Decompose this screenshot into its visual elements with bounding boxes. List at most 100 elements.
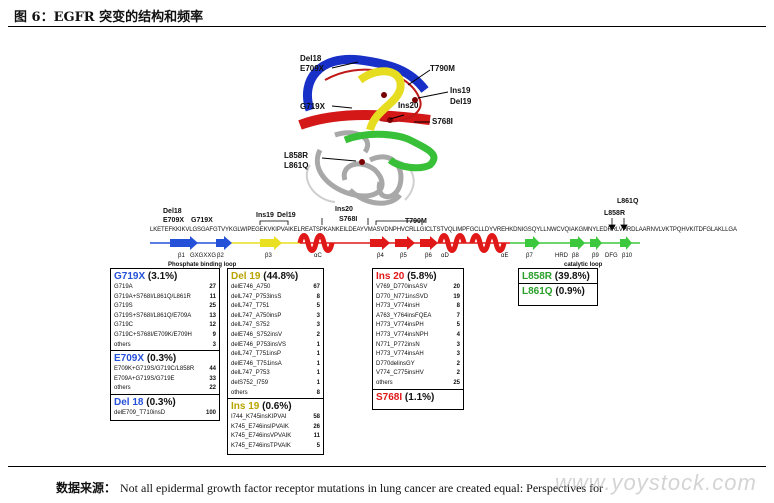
mutation-percent: 1 — [316, 360, 320, 367]
mutation-variant: G719A — [114, 284, 133, 290]
structure-red-coil — [324, 68, 422, 123]
structure-yellow-strands — [357, 67, 405, 132]
mutation-variant: delS752_I759 — [231, 379, 269, 386]
mutation-variant: V769_D770insASV — [376, 284, 428, 290]
structure-label-ins19: Ins19 — [450, 86, 471, 95]
mutation-variant: delE746_P753insVS — [231, 341, 287, 348]
box-header-del18: Del 18 (0.3%) — [114, 396, 176, 408]
mutation-percent: 25 — [209, 303, 216, 310]
track-label-del19: Del19 — [277, 212, 296, 219]
mutation-box-exon21: L858R (39.8%) L861Q (0.9%) — [518, 268, 598, 306]
structure-label-s768i: S768I — [432, 117, 453, 126]
mutation-percent: 5 — [316, 303, 320, 310]
mutation-variant: others — [114, 341, 131, 348]
track-label-e709x: E709X — [163, 217, 185, 224]
mutation-percent: 33 — [209, 375, 216, 382]
mutation-variant: delE709_T710insD — [114, 409, 166, 416]
track-strand-b9 — [590, 236, 602, 250]
mutation-percent: 9 — [212, 331, 216, 338]
mutation-variant: G719S+S768I/L861Q/E709A — [114, 312, 192, 319]
mutation-percent: 5 — [316, 442, 320, 449]
mutation-variant: K745_E746insTPVAIK — [231, 442, 291, 449]
track-strand-b8 — [570, 236, 585, 250]
track-strand-b6 — [420, 236, 438, 250]
mutation-percent: 1 — [316, 351, 320, 358]
protein-structure-illustration — [298, 54, 449, 206]
track-element-gxgxxg: GXGXXG — [190, 253, 217, 259]
structure-label-t790m: T790M — [430, 64, 455, 73]
track-element-b8: β8 — [572, 253, 579, 259]
mutation-row: delE746_T751insA 1 — [231, 360, 320, 370]
track-label-s768i: S768I — [339, 216, 358, 223]
mutation-percent: 26 — [313, 423, 320, 430]
structure-mutation-marker — [359, 159, 365, 165]
mutation-variant: I744_K745insKIPVAI — [231, 414, 287, 421]
track-element-hrd: HRD — [555, 253, 568, 259]
mutation-variant: H773_V774insH — [376, 303, 420, 310]
track-element-b5: β5 — [400, 253, 407, 259]
track-element-b4: β4 — [377, 253, 384, 259]
track-pointer-arrows — [608, 218, 628, 231]
mutation-variant: D770_N771insSVD — [376, 293, 429, 300]
track-element-b10: β10 — [622, 253, 633, 259]
track-strand-b1 — [170, 236, 198, 250]
track-element-b2: β2 — [217, 253, 224, 259]
catalytic-loop-label: catalytic loop — [564, 262, 603, 268]
mutation-variant: E709A+G719S/G719E — [114, 375, 175, 382]
top-rule — [8, 26, 766, 27]
track-label-l861q: L861Q — [617, 198, 639, 205]
track-label-g719x: G719X — [191, 217, 213, 224]
mutation-row: delL747_P753insS 8 — [231, 293, 320, 303]
track-strand-b3 — [260, 236, 282, 250]
mutation-variant: delL747_P753insS — [231, 293, 282, 300]
structure-label-g719x: G719X — [300, 102, 325, 111]
mutation-percent: 8 — [316, 293, 320, 300]
mutation-variant: G719S — [114, 303, 133, 310]
mutation-percent: 2 — [456, 360, 460, 367]
mutation-percent: 25 — [453, 379, 460, 386]
mutation-percent: 19 — [453, 293, 460, 300]
mutation-row: K745_E746insTPVAIK 5 — [231, 442, 320, 452]
track-strand-b2 — [216, 236, 232, 250]
mutation-row: others 25 — [376, 379, 460, 389]
phosphate-binding-loop-label: Phosphate binding loop — [168, 262, 237, 268]
mutation-percent: 44 — [209, 366, 216, 373]
domain-track — [150, 218, 640, 253]
mutation-variant: delE746_T751insA — [231, 360, 282, 367]
track-element-b7: β7 — [526, 253, 533, 259]
mutation-variant: G719C+S768I/E709K/E709H — [114, 331, 192, 338]
structure-label-del18: Del18 — [300, 54, 322, 63]
track-strand-b4 — [370, 236, 390, 250]
mutation-percent: 11 — [313, 433, 320, 440]
mutation-row: E709A+G719S/G719E 33 — [114, 375, 216, 385]
track-strand-b10 — [620, 236, 632, 250]
track-label-ins20: Ins20 — [335, 206, 353, 213]
mutation-percent: 1 — [316, 379, 320, 386]
mutation-variant: A763_Y764insFQEA — [376, 312, 432, 319]
track-element-b3: β3 — [265, 253, 272, 259]
mutation-variant: G719C — [114, 322, 134, 329]
mutation-variant: others — [376, 379, 393, 386]
mutation-variant: delE746_S752insV — [231, 331, 283, 338]
mutation-variant: N771_P772insN — [376, 341, 420, 348]
mutation-row: K745_E746insIPVAIK 26 — [231, 423, 320, 433]
mutation-variant: K745_E746insIPVAIK — [231, 423, 289, 430]
structure-label-l858r: L858R — [284, 151, 309, 160]
mutation-percent: 58 — [313, 414, 320, 421]
